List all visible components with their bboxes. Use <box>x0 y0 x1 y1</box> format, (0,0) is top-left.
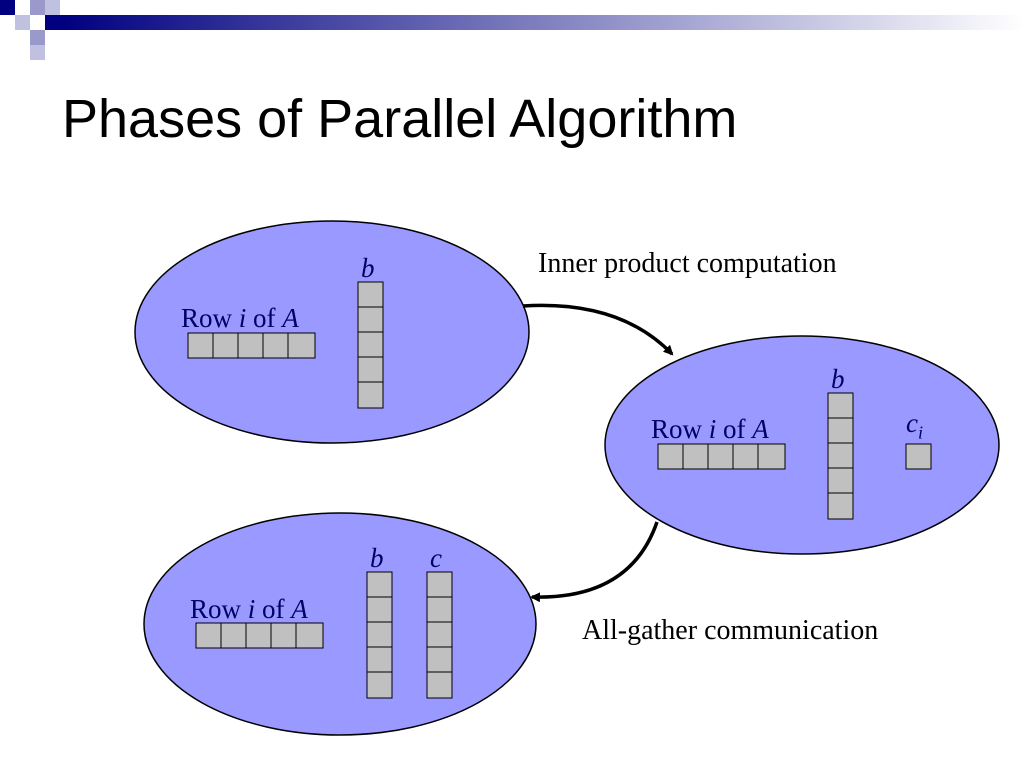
row-word: Row <box>651 414 703 444</box>
vector-cell <box>357 281 384 308</box>
index-i: i <box>238 303 247 333</box>
header-square <box>0 0 15 15</box>
phase3-c-vector <box>426 571 453 699</box>
of-word: of <box>262 594 285 624</box>
inner-product-caption: Inner product computation <box>538 248 837 279</box>
phase3-row-vector <box>195 622 324 649</box>
vector-cell <box>366 621 393 648</box>
vector-cell <box>357 356 384 383</box>
vector-c: c <box>906 408 918 438</box>
vector-cell <box>366 671 393 699</box>
matrix-cell <box>212 332 239 359</box>
matrix-cell <box>245 622 272 649</box>
vector-cell <box>426 646 453 673</box>
matrix-cell <box>262 332 289 359</box>
matrix-cell <box>220 622 247 649</box>
matrix-a: A <box>282 303 299 333</box>
phase3-b-vector <box>366 571 393 699</box>
inner-product-arrow <box>522 303 674 356</box>
phase3-c-label: c <box>430 545 442 572</box>
header-gradient-bar <box>60 15 1024 30</box>
matrix-cell <box>270 622 297 649</box>
vector-cell <box>357 306 384 333</box>
of-word: of <box>253 303 276 333</box>
header-square <box>45 0 60 15</box>
header-square <box>45 15 60 30</box>
vector-cell <box>827 417 854 444</box>
phase1-row-label: Row i of A <box>181 305 299 332</box>
index-i: i <box>708 414 717 444</box>
header-square <box>30 0 45 15</box>
matrix-cell <box>757 443 786 470</box>
phase1-ellipse <box>134 220 530 444</box>
vector-b: b <box>361 253 375 283</box>
slide-title: Phases of Parallel Algorithm <box>62 89 738 149</box>
matrix-cell <box>682 443 709 470</box>
header-decoration <box>0 0 1024 60</box>
phase2-ci-cell <box>905 443 932 470</box>
phase1-row-vector <box>187 332 316 359</box>
all-gather-caption: All-gather communication <box>582 615 879 646</box>
vector-cell <box>827 467 854 494</box>
index-i: i <box>247 594 256 624</box>
matrix-cell <box>287 332 316 359</box>
header-square <box>15 15 30 30</box>
phase2-ellipse <box>604 335 1000 555</box>
matrix-cell <box>657 443 684 470</box>
header-square <box>30 30 45 45</box>
vector-cell <box>357 381 384 409</box>
phase2-b-vector <box>827 392 854 520</box>
vector-cell <box>366 646 393 673</box>
phase1-b-vector <box>357 281 384 409</box>
vector-b: b <box>831 364 845 394</box>
vector-cell <box>426 671 453 699</box>
row-word: Row <box>190 594 242 624</box>
vector-cell <box>827 392 854 419</box>
matrix-cell <box>195 622 222 649</box>
matrix-cell <box>295 622 324 649</box>
phase2-ci-label: ci <box>906 408 923 443</box>
matrix-cell <box>187 332 214 359</box>
all-gather-arrow <box>530 521 659 603</box>
vector-cell <box>366 571 393 598</box>
phase1-b-label: b <box>361 255 375 282</box>
phase3-b-label: b <box>370 545 384 572</box>
vector-b: b <box>370 543 384 573</box>
matrix-a: A <box>752 414 769 444</box>
row-word: Row <box>181 303 233 333</box>
vector-cell <box>827 492 854 520</box>
matrix-cell <box>707 443 734 470</box>
header-square <box>30 45 45 60</box>
vector-c: c <box>430 543 442 573</box>
matrix-cell <box>237 332 264 359</box>
matrix-a: A <box>291 594 308 624</box>
phase2-row-label: Row i of A <box>651 416 769 443</box>
vector-cell <box>426 596 453 623</box>
phase2-row-vector <box>657 443 786 470</box>
vector-cell <box>827 442 854 469</box>
matrix-cell <box>732 443 759 470</box>
vector-cell <box>426 571 453 598</box>
subscript-i: i <box>917 422 923 443</box>
phase2-b-label: b <box>831 366 845 393</box>
vector-cell <box>426 621 453 648</box>
vector-cell <box>366 596 393 623</box>
of-word: of <box>723 414 746 444</box>
vector-cell <box>357 331 384 358</box>
phase3-row-label: Row i of A <box>190 596 308 623</box>
